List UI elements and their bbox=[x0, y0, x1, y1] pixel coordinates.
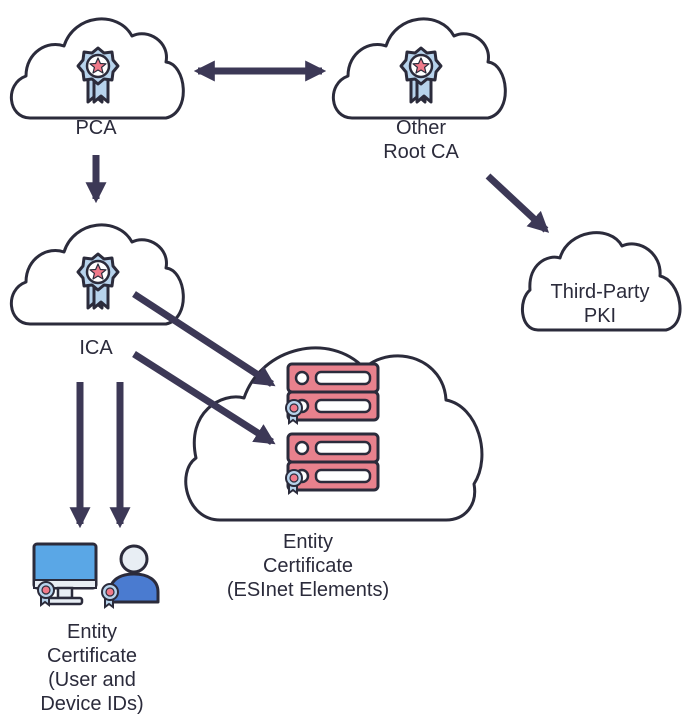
third-party-pki-cloud bbox=[521, 231, 682, 332]
monitor-icon bbox=[32, 542, 98, 606]
esinet-entity-label-line3: (ESInet Elements) bbox=[226, 579, 390, 601]
other-root-ca-label: Other Root CA bbox=[356, 116, 486, 164]
user-icon bbox=[108, 544, 160, 604]
ica-to-esinet-arrow bbox=[132, 291, 276, 387]
user-device-entity-label-line4: Device IDs) bbox=[40, 693, 144, 715]
other-root-ca-to-third-party-arrow bbox=[485, 173, 550, 233]
esinet-entity-label-line1: Entity bbox=[282, 531, 334, 553]
ica-label: ICA bbox=[79, 337, 113, 359]
user-certificate-icon bbox=[101, 583, 119, 608]
other-root-ca-label-line2: Root CA bbox=[383, 141, 459, 163]
third-party-pki-label-line1: Third-Party bbox=[550, 281, 650, 303]
user-device-entity-label-line1: Entity bbox=[66, 621, 118, 643]
esinet-entity-label: Entity Certificate (ESInet Elements) bbox=[208, 530, 408, 602]
third-party-pki-label: Third-Party PKI bbox=[532, 280, 668, 328]
user-device-entity-label-line3: (User and bbox=[48, 669, 136, 691]
other-root-ca-label-line1: Other bbox=[395, 117, 447, 139]
user-device-entity-label-line2: Certificate bbox=[46, 645, 138, 667]
user-device-entity-label: Entity Certificate (User and Device IDs) bbox=[24, 620, 160, 716]
ica-to-esinet-arrow bbox=[132, 351, 276, 445]
pca-label: PCA bbox=[75, 117, 117, 139]
esinet-entity-label-line2: Certificate bbox=[262, 555, 354, 577]
third-party-pki-label-line2: PKI bbox=[583, 305, 617, 327]
